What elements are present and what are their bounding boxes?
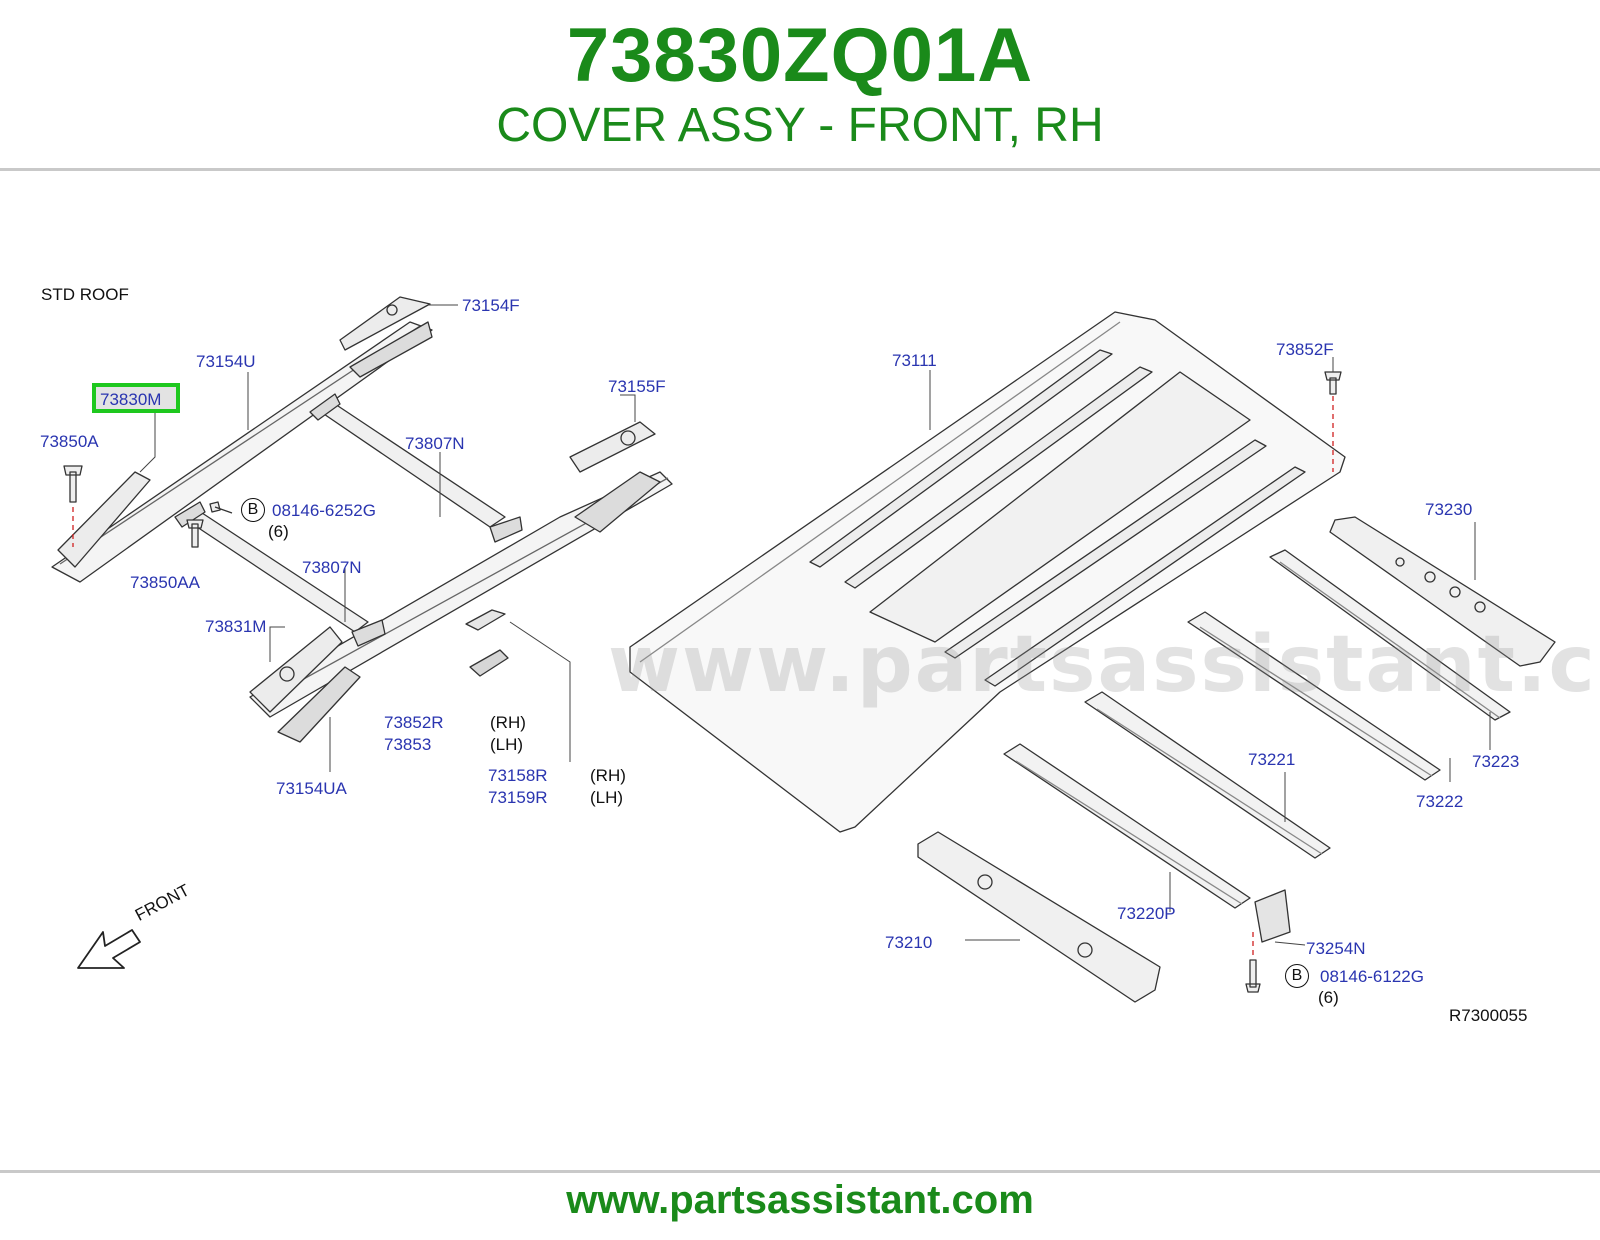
- part-description: COVER ASSY - FRONT, RH: [496, 99, 1104, 152]
- side-rh-1: (RH): [490, 713, 526, 732]
- part-label-73850AA[interactable]: 73850AA: [130, 573, 200, 592]
- roof-bow-73230: [1329, 516, 1556, 667]
- side-lh-1: (LH): [490, 735, 524, 754]
- roof-bow-73210: [917, 831, 1161, 1003]
- part-label-73154U[interactable]: 73154U: [196, 352, 256, 371]
- roof-bow-73221: [1084, 691, 1331, 859]
- part-label-73254N[interactable]: 73254N: [1306, 939, 1366, 958]
- part-label-73223[interactable]: 73223: [1472, 752, 1520, 771]
- rail-end-cover-rear-rh: [569, 421, 656, 473]
- front-arrow-icon: [77, 929, 141, 969]
- quantity-lower: (6): [1318, 988, 1339, 1007]
- reference-code: R7300055: [1449, 1006, 1528, 1025]
- part-label-73111[interactable]: 73111: [892, 351, 937, 370]
- diagram-caption: STD ROOF: [41, 285, 129, 304]
- roof-bow-73222: [1187, 611, 1441, 781]
- part-label-73831M[interactable]: 73831M: [205, 617, 267, 636]
- clip-73159R: [469, 649, 509, 677]
- part-number-title: 73830ZQ01A: [566, 13, 1034, 98]
- part-label-73154F[interactable]: 73154F: [462, 296, 520, 315]
- part-label-08146-6252G[interactable]: 08146-6252G: [272, 501, 376, 520]
- roof-rail-upper: [51, 321, 433, 583]
- part-label-73807N-lower[interactable]: 73807N: [302, 558, 362, 577]
- rail-bracket-rear-rh: [574, 471, 661, 533]
- part-label-73852F[interactable]: 73852F: [1276, 340, 1334, 359]
- side-lh-2: (LH): [590, 788, 624, 807]
- footer-divider: [0, 1170, 1600, 1173]
- part-label-08146-6122G[interactable]: 08146-6122G: [1320, 967, 1424, 986]
- part-label-73222[interactable]: 73222: [1416, 792, 1464, 811]
- rail-bracket-upper: [349, 321, 433, 378]
- diagram-drawing: [51, 296, 1556, 1003]
- clip-73158R: [465, 609, 506, 631]
- roof-bow-73220P: [1003, 743, 1251, 909]
- rail-end-cover-front-rh: [249, 626, 343, 713]
- part-label-73807N-upper[interactable]: 73807N: [405, 434, 465, 453]
- roof-rail-lower: [249, 471, 673, 718]
- bolt-08146-6122G: [1245, 959, 1261, 993]
- watermark-text: www.partsassistant.com: [608, 620, 1600, 710]
- roof-bow-73223: [1269, 549, 1511, 721]
- bolt-73850A: [63, 465, 83, 503]
- bolt-73850AA: [186, 519, 204, 548]
- rail-end-cover-front: [57, 471, 151, 568]
- part-label-73210[interactable]: 73210: [885, 933, 933, 952]
- part-label-73221[interactable]: 73221: [1248, 750, 1296, 769]
- parts-diagram: www.partsassistant.com STD ROOF 73830M 7…: [0, 172, 1600, 1168]
- part-label-73852R[interactable]: 73852R: [384, 713, 444, 732]
- part-label-73230[interactable]: 73230: [1425, 500, 1473, 519]
- highlighted-part-label[interactable]: 73830M: [92, 383, 180, 413]
- rail-end-cover-rear: [339, 296, 431, 351]
- part-label-73159R[interactable]: 73159R: [488, 788, 548, 807]
- part-label-73220P[interactable]: 73220P: [1117, 904, 1176, 923]
- part-label-73158R[interactable]: 73158R: [488, 766, 548, 785]
- part-label-73853[interactable]: 73853: [384, 735, 432, 754]
- part-label-73154UA[interactable]: 73154UA: [276, 779, 347, 798]
- callout-b-upper: B: [241, 498, 265, 522]
- part-label-73850A[interactable]: 73850A: [40, 432, 99, 451]
- bolt-73852F: [1324, 371, 1342, 395]
- footer-website-link[interactable]: www.partsassistant.com: [566, 1178, 1034, 1222]
- rail-bracket-front-rh: [277, 666, 361, 743]
- callout-b-lower: B: [1285, 964, 1309, 988]
- header-divider: [0, 168, 1600, 171]
- quantity-upper: (6): [268, 522, 289, 541]
- part-label-73155F[interactable]: 73155F: [608, 377, 666, 396]
- page-header: 73830ZQ01A COVER ASSY - FRONT, RH: [0, 0, 1600, 168]
- side-rh-2: (RH): [590, 766, 626, 785]
- bracket-73254N: [1254, 889, 1291, 943]
- highlighted-part-text: 73830M: [100, 390, 162, 409]
- bolt-08146-6252G: [209, 501, 233, 514]
